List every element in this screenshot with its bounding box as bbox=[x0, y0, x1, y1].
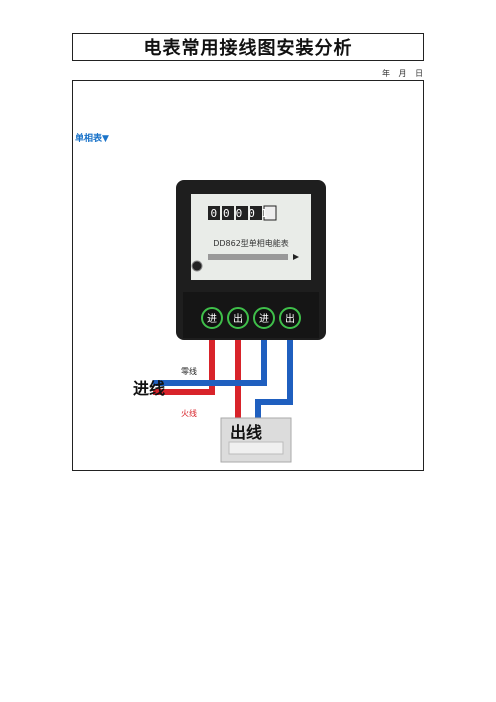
live-label: 火线 bbox=[181, 408, 197, 418]
outgoing-label: 出线 bbox=[230, 423, 262, 442]
section-label: 单相表▼ bbox=[75, 134, 109, 144]
terminal-label-1: 进 bbox=[207, 313, 217, 325]
title-box: 电表常用接线图安装分析 bbox=[72, 33, 424, 61]
meter-indicator bbox=[191, 260, 203, 272]
terminal-label-3: 进 bbox=[259, 313, 269, 325]
neutral-wires bbox=[153, 340, 293, 418]
document-title: 电表常用接线图安装分析 bbox=[143, 38, 353, 59]
meter-disc-slot bbox=[208, 254, 288, 260]
date-line: 年 月 日 bbox=[382, 69, 424, 78]
live-wires bbox=[153, 340, 241, 418]
terminal-label-2: 出 bbox=[233, 312, 243, 325]
breaker bbox=[220, 417, 292, 463]
meter-wiring-figure: 00001 DD862型单相电能表 进 出 进 出 零线 火线 进线 出线 bbox=[133, 180, 326, 463]
neutral-label: 零线 bbox=[181, 366, 197, 376]
terminal-rings bbox=[201, 307, 301, 329]
meter-reading: 00001 bbox=[210, 207, 273, 220]
incoming-label: 进线 bbox=[133, 379, 165, 398]
meter-counter bbox=[208, 205, 277, 221]
meter-model: DD862型单相电能表 bbox=[213, 238, 289, 248]
content-box bbox=[72, 80, 424, 471]
terminal-label-4: 出 bbox=[285, 312, 295, 325]
